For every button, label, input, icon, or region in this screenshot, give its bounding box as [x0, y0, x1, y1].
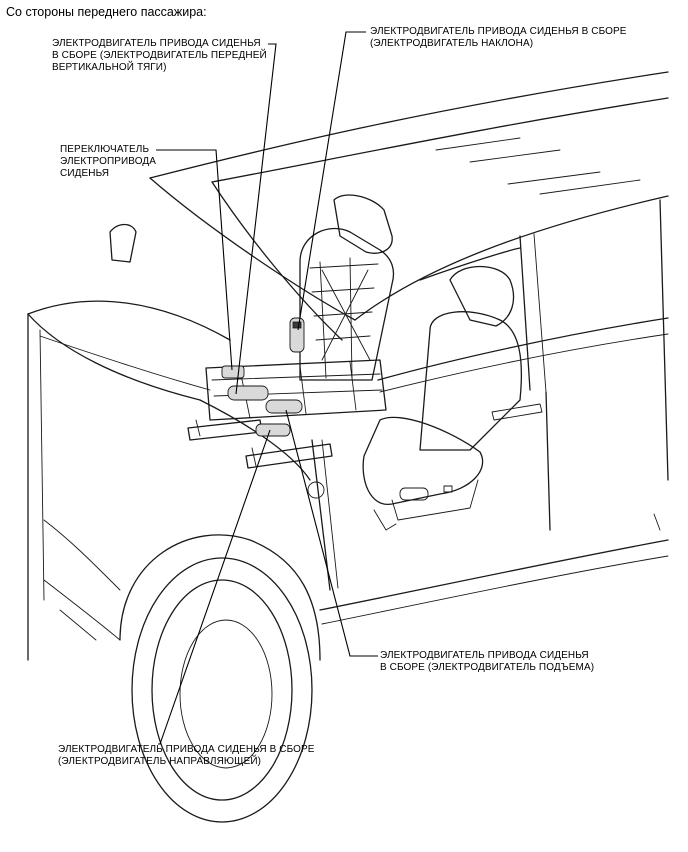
label-line: В СБОРЕ (ЭЛЕКТРОДВИГАТЕЛЬ ПОДЪЕМА) — [380, 662, 595, 673]
label-line: В СБОРЕ (ЭЛЕКТРОДВИГАТЕЛЬ ПЕРЕДНЕЙ — [52, 50, 267, 61]
label-line: ЭЛЕКТРОДВИГАТЕЛЬ ПРИВОДА СИДЕНЬЯ — [380, 650, 589, 661]
power-seat-switch-label: ПЕРЕКЛЮЧАТЕЛЬ ЭЛЕКТРОПРИВОДА СИДЕНЬЯ — [60, 144, 156, 180]
slide-motor-label: ЭЛЕКТРОДВИГАТЕЛЬ ПРИВОДА СИДЕНЬЯ В СБОРЕ… — [58, 744, 315, 768]
label-line: ЭЛЕКТРОДВИГАТЕЛЬ ПРИВОДА СИДЕНЬЯ — [52, 38, 261, 49]
vehicle-body — [27, 71, 669, 823]
label-line: ВЕРТИКАЛЬНОЙ ТЯГИ) — [52, 62, 167, 73]
label-line: (ЭЛЕКТРОДВИГАТЕЛЬ НАКЛОНА) — [370, 38, 534, 49]
label-line: ЭЛЕКТРОДВИГАТЕЛЬ ПРИВОДА СИДЕНЬЯ В СБОРЕ — [58, 744, 315, 755]
label-line: ЭЛЕКТРОПРИВОДА — [60, 156, 157, 167]
label-line: (ЭЛЕКТРОДВИГАТЕЛЬ НАПРАВЛЯЮЩЕЙ) — [58, 756, 262, 767]
recline-motor-label: ЭЛЕКТРОДВИГАТЕЛЬ ПРИВОДА СИДЕНЬЯ В СБОРЕ… — [370, 26, 627, 50]
front-vertical-motor-label: ЭЛЕКТРОДВИГАТЕЛЬ ПРИВОДА СИДЕНЬЯ В СБОРЕ… — [52, 38, 267, 74]
seats — [187, 194, 661, 531]
label-line: ПЕРЕКЛЮЧАТЕЛЬ — [60, 144, 150, 155]
label-line: ЭЛЕКТРОДВИГАТЕЛЬ ПРИВОДА СИДЕНЬЯ В СБОРЕ — [370, 26, 627, 37]
lifter-motor-label: ЭЛЕКТРОДВИГАТЕЛЬ ПРИВОДА СИДЕНЬЯ В СБОРЕ… — [380, 650, 594, 674]
leader-lines — [156, 31, 378, 745]
label-line: СИДЕНЬЯ — [60, 168, 110, 179]
diagram-title: Со стороны переднего пассажира: — [6, 5, 207, 19]
